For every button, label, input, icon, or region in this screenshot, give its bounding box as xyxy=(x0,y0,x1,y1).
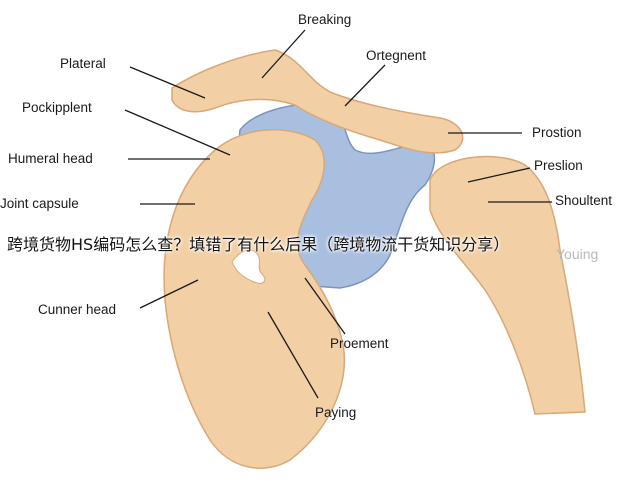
label-joint-capsule: Joint capsule xyxy=(0,196,79,211)
leader-paying xyxy=(267,311,319,399)
leader-ortegnent xyxy=(344,64,386,107)
label-proement: Proement xyxy=(330,336,389,351)
label-shoultent: Shoultent xyxy=(555,193,613,208)
label-plateral: Plateral xyxy=(60,56,106,71)
overlay-title: 跨境货物HS编码怎么查？填错了有什么后果（跨境物流干货知识分享） xyxy=(7,235,510,254)
label-ortegnent: Ortegnent xyxy=(366,48,427,63)
right-bone-shaft xyxy=(429,155,586,415)
leader-breaking xyxy=(261,29,306,79)
acromion-bone xyxy=(171,49,464,154)
label-humeral-head: Humeral head xyxy=(8,151,93,166)
leader-proement xyxy=(304,277,346,335)
label-pockipplent: Pockipplent xyxy=(22,100,92,115)
label-breaking: Breaking xyxy=(298,12,352,27)
label-preslion: Preslion xyxy=(534,158,583,173)
label-cunner-head: Cunner head xyxy=(38,302,117,317)
label-paying: Paying xyxy=(315,405,357,420)
leader-pockipplent xyxy=(124,109,231,156)
label-prostion: Prostion xyxy=(532,125,582,140)
leader-plateral xyxy=(129,66,206,99)
leader-cunner-head xyxy=(139,279,199,309)
watermark-text: Youing xyxy=(556,246,599,262)
leader-preslion xyxy=(467,167,531,183)
humeral-groove xyxy=(231,249,266,284)
humeral-head-bone xyxy=(163,129,346,469)
title-overlay: 跨境货物HS编码怎么查？填错了有什么后果（跨境物流干货知识分享） xyxy=(0,228,640,258)
